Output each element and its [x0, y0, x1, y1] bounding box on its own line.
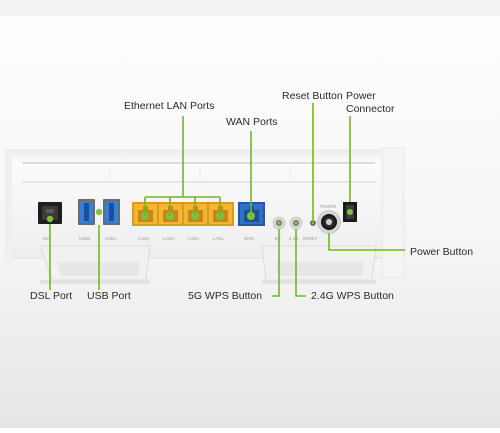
top-band	[0, 0, 500, 16]
dsl-led-dot	[46, 215, 54, 223]
callout-5g-wps-button: 5G WPS Button	[188, 290, 263, 302]
panel-label-wan: WAN	[244, 236, 254, 241]
callout-power-button: Power Button	[410, 246, 474, 258]
callout-24g-wps-button: 2.4G WPS Button	[311, 290, 394, 302]
panel-label-lan2: LAN2	[188, 236, 199, 241]
usb-led-dot	[95, 208, 103, 216]
panel-label-usb2: USB2	[79, 236, 91, 241]
power-button-icon	[317, 210, 341, 234]
panel-label-dsl: DSL	[43, 236, 52, 241]
callout-usb-port: USB Port	[87, 290, 131, 302]
callout-power-connector: Power Connector	[346, 90, 395, 115]
callout-dsl-port: DSL Port	[30, 290, 73, 302]
power-jack-dot	[347, 209, 353, 215]
panel-label-power: POWER	[320, 204, 336, 209]
usb-port-icon	[78, 199, 95, 225]
panel-label-lan3: LAN3	[163, 236, 174, 241]
usb-port-icon	[103, 199, 120, 225]
panel-label-24g: 2.4G	[289, 236, 299, 241]
callout-reset-button: Reset Button	[282, 90, 343, 102]
wps-24g-dot	[294, 221, 298, 225]
panel-label-usb1: USB1	[105, 236, 117, 241]
panel-labels: DSL USB2 USB1 LAN4 LAN3 LAN2 LAN1 WAN 5G…	[43, 204, 336, 241]
panel-label-reset: RESET	[303, 236, 318, 241]
callout-wan-ports: WAN Ports	[226, 116, 278, 128]
leader-lines	[49, 103, 405, 297]
lan-ports	[132, 202, 234, 226]
panel-label-lan4: LAN4	[138, 236, 149, 241]
panel-label-lan1: LAN1	[213, 236, 224, 241]
dsl-port	[38, 202, 62, 224]
panel-label-5g: 5G	[275, 236, 281, 241]
wps-5g-dot	[277, 221, 281, 225]
callout-ethernet-lan-ports: Ethernet LAN Ports	[124, 100, 215, 112]
